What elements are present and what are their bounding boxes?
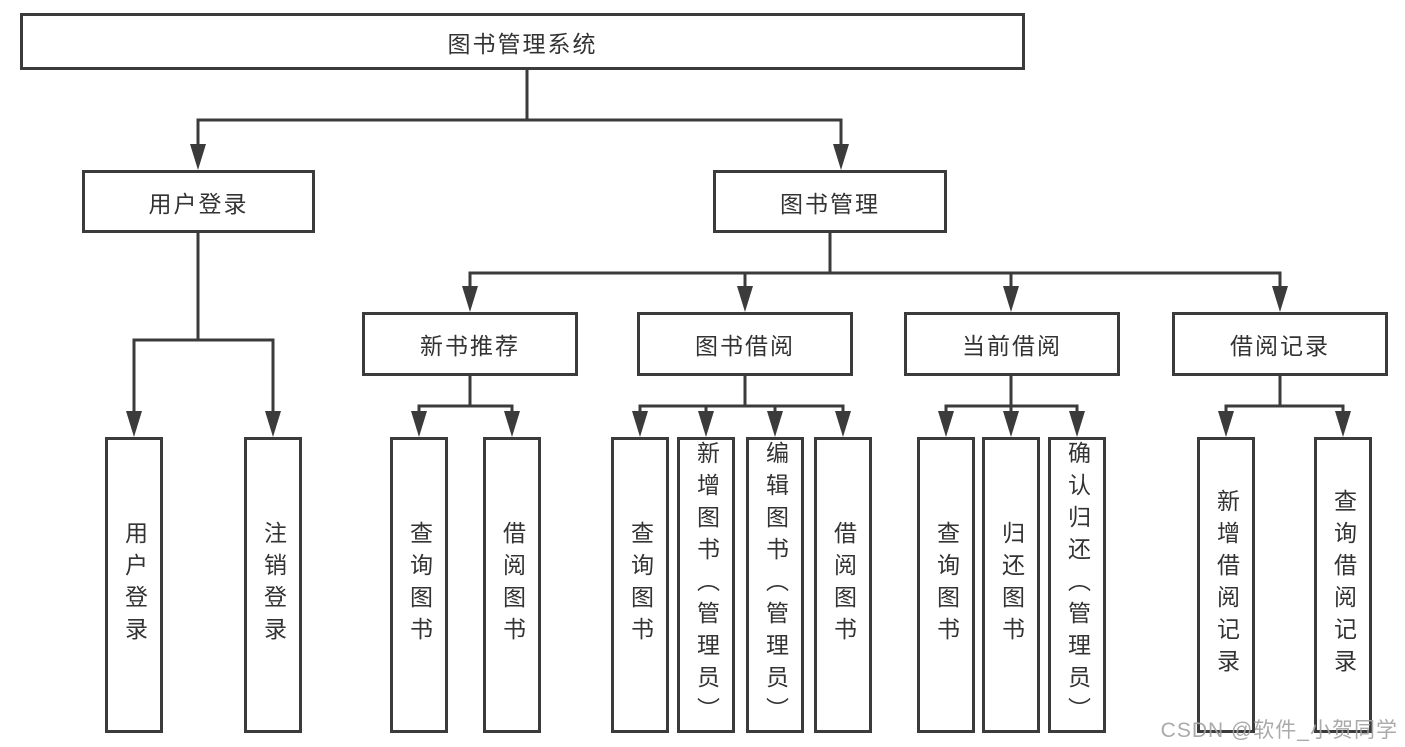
node-leaf-user-login: 用户登录 bbox=[105, 437, 163, 733]
node-leaf-nb-borrow-books: 借阅图书 bbox=[483, 437, 541, 733]
node-root: 图书管理系统 bbox=[20, 13, 1025, 70]
connector-user-login-to-leaves bbox=[126, 231, 281, 437]
node-leaf-br-add-record: 新增借阅记录 bbox=[1197, 437, 1255, 733]
node-user-login-label: 用户登录 bbox=[148, 190, 249, 217]
node-leaf-cb-confirm-return-label: 确认归还（管理员） bbox=[1064, 441, 1091, 729]
node-leaf-bb-add-books-label: 新增图书（管理员） bbox=[693, 441, 720, 729]
node-new-book-recommend: 新书推荐 bbox=[362, 312, 578, 376]
node-current-borrow-label: 当前借阅 bbox=[962, 333, 1062, 359]
node-leaf-logout: 注销登录 bbox=[244, 437, 302, 733]
node-leaf-nb-query-books-label: 查询图书 bbox=[406, 521, 433, 649]
node-leaf-cb-return-books-label: 归还图书 bbox=[998, 521, 1025, 649]
node-root-label: 图书管理系统 bbox=[447, 30, 598, 57]
node-leaf-bb-edit-books-label: 编辑图书（管理员） bbox=[762, 441, 789, 729]
node-leaf-bb-query-books: 查询图书 bbox=[611, 437, 669, 733]
node-book-borrow: 图书借阅 bbox=[637, 312, 853, 376]
node-new-book-recommend-label: 新书推荐 bbox=[420, 333, 520, 359]
node-leaf-bb-borrow-books-label: 借阅图书 bbox=[830, 521, 857, 649]
node-leaf-bb-borrow-books: 借阅图书 bbox=[814, 437, 872, 733]
node-user-login: 用户登录 bbox=[82, 170, 315, 233]
node-leaf-logout-label: 注销登录 bbox=[260, 521, 287, 649]
connector-new-book-recommend-to-leaves bbox=[411, 372, 520, 437]
node-leaf-user-login-label: 用户登录 bbox=[121, 521, 148, 649]
node-leaf-cb-confirm-return: 确认归还（管理员） bbox=[1048, 437, 1106, 733]
node-leaf-nb-query-books: 查询图书 bbox=[390, 437, 448, 733]
node-leaf-br-query-record-label: 查询借阅记录 bbox=[1330, 489, 1357, 681]
node-leaf-nb-borrow-books-label: 借阅图书 bbox=[499, 521, 526, 649]
connector-book-borrow-to-leaves bbox=[632, 372, 851, 437]
node-leaf-bb-query-books-label: 查询图书 bbox=[627, 521, 654, 649]
node-leaf-cb-return-books: 归还图书 bbox=[982, 437, 1040, 733]
node-leaf-cb-query-books: 查询图书 bbox=[917, 437, 975, 733]
csdn-watermark: CSDN @软件_小贺同学 bbox=[1160, 719, 1398, 742]
node-borrow-records: 借阅记录 bbox=[1172, 312, 1388, 376]
node-borrow-records-label: 借阅记录 bbox=[1230, 333, 1330, 359]
node-book-management-label: 图书管理 bbox=[780, 190, 880, 217]
node-leaf-bb-edit-books: 编辑图书（管理员） bbox=[746, 437, 804, 733]
node-leaf-bb-add-books: 新增图书（管理员） bbox=[677, 437, 735, 733]
connector-book-management-to-level3 bbox=[462, 231, 1288, 312]
node-book-management: 图书管理 bbox=[713, 170, 947, 233]
node-book-borrow-label: 图书借阅 bbox=[695, 333, 795, 359]
node-leaf-br-query-record: 查询借阅记录 bbox=[1314, 437, 1372, 733]
node-leaf-cb-query-books-label: 查询图书 bbox=[933, 521, 960, 649]
node-leaf-br-add-record-label: 新增借阅记录 bbox=[1213, 489, 1240, 681]
connector-root-to-level2 bbox=[190, 68, 849, 170]
connector-borrow-records-to-leaves bbox=[1218, 372, 1351, 437]
connector-current-borrow-to-leaves bbox=[938, 372, 1085, 437]
node-current-borrow: 当前借阅 bbox=[904, 312, 1120, 376]
